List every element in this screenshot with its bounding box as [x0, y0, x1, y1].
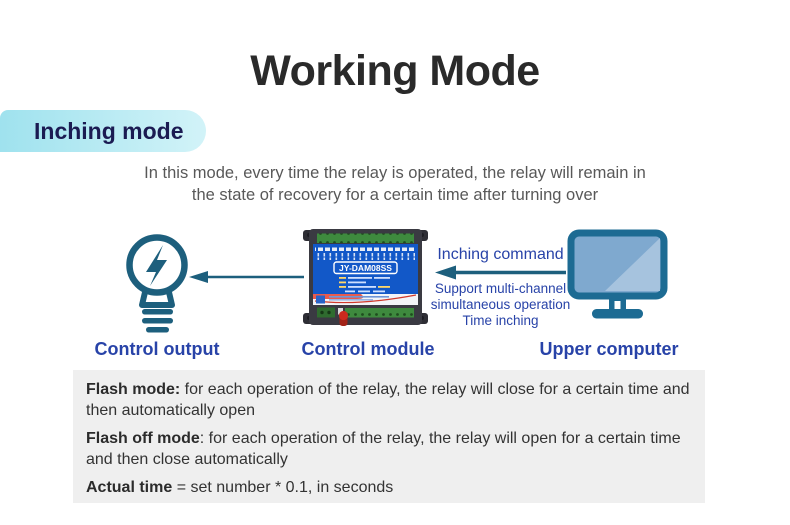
actual-time-term: Actual time — [86, 479, 173, 496]
arrow-left-to-output-icon — [189, 271, 304, 283]
support-note-line1: Support multi-channel — [434, 281, 567, 296]
computer-monitor-icon — [567, 229, 668, 319]
flash-off-mode-desc: : for each operation of the relay, the r… — [86, 430, 681, 468]
support-note-line2: simultaneous operation — [430, 297, 571, 312]
mode-badge: Inching mode — [0, 110, 206, 152]
module-model-text: JY-DAM08SS — [339, 263, 392, 273]
arrow-left-to-module-icon — [435, 265, 566, 280]
flash-mode-item: Flash mode: for each operation of the re… — [86, 379, 692, 421]
upper-computer-label: Upper computer — [539, 339, 679, 359]
mode-description-line2: the state of recovery for a certain time… — [191, 186, 599, 204]
page-title: Working Mode — [250, 47, 540, 95]
flash-off-mode-term: Flash off mode — [86, 430, 200, 447]
mode-info-box: Flash mode: for each operation of the re… — [73, 370, 705, 503]
mode-badge-label: Inching mode — [34, 117, 184, 144]
flash-mode-term: Flash mode: — [86, 381, 181, 398]
mode-description-line1: In this mode, every time the relay is op… — [144, 164, 646, 182]
control-module-label: Control module — [301, 339, 435, 359]
control-output-label: Control output — [94, 339, 220, 359]
lightbulb-icon — [126, 234, 188, 333]
flash-mode-desc: for each operation of the relay, the rel… — [86, 381, 690, 419]
actual-time-item: Actual time = set number * 0.1, in secon… — [86, 477, 692, 498]
mode-description: In this mode, every time the relay is op… — [0, 162, 790, 206]
inching-command-label: Inching command — [437, 246, 564, 263]
support-note-line3: Time inching — [462, 313, 539, 328]
flash-off-mode-item: Flash off mode: for each operation of th… — [86, 428, 692, 470]
control-module-image: JY-DAM08SS — [303, 229, 428, 326]
actual-time-desc: = set number * 0.1, in seconds — [172, 479, 394, 496]
support-note: Support multi-channel simultaneous opera… — [423, 281, 578, 329]
